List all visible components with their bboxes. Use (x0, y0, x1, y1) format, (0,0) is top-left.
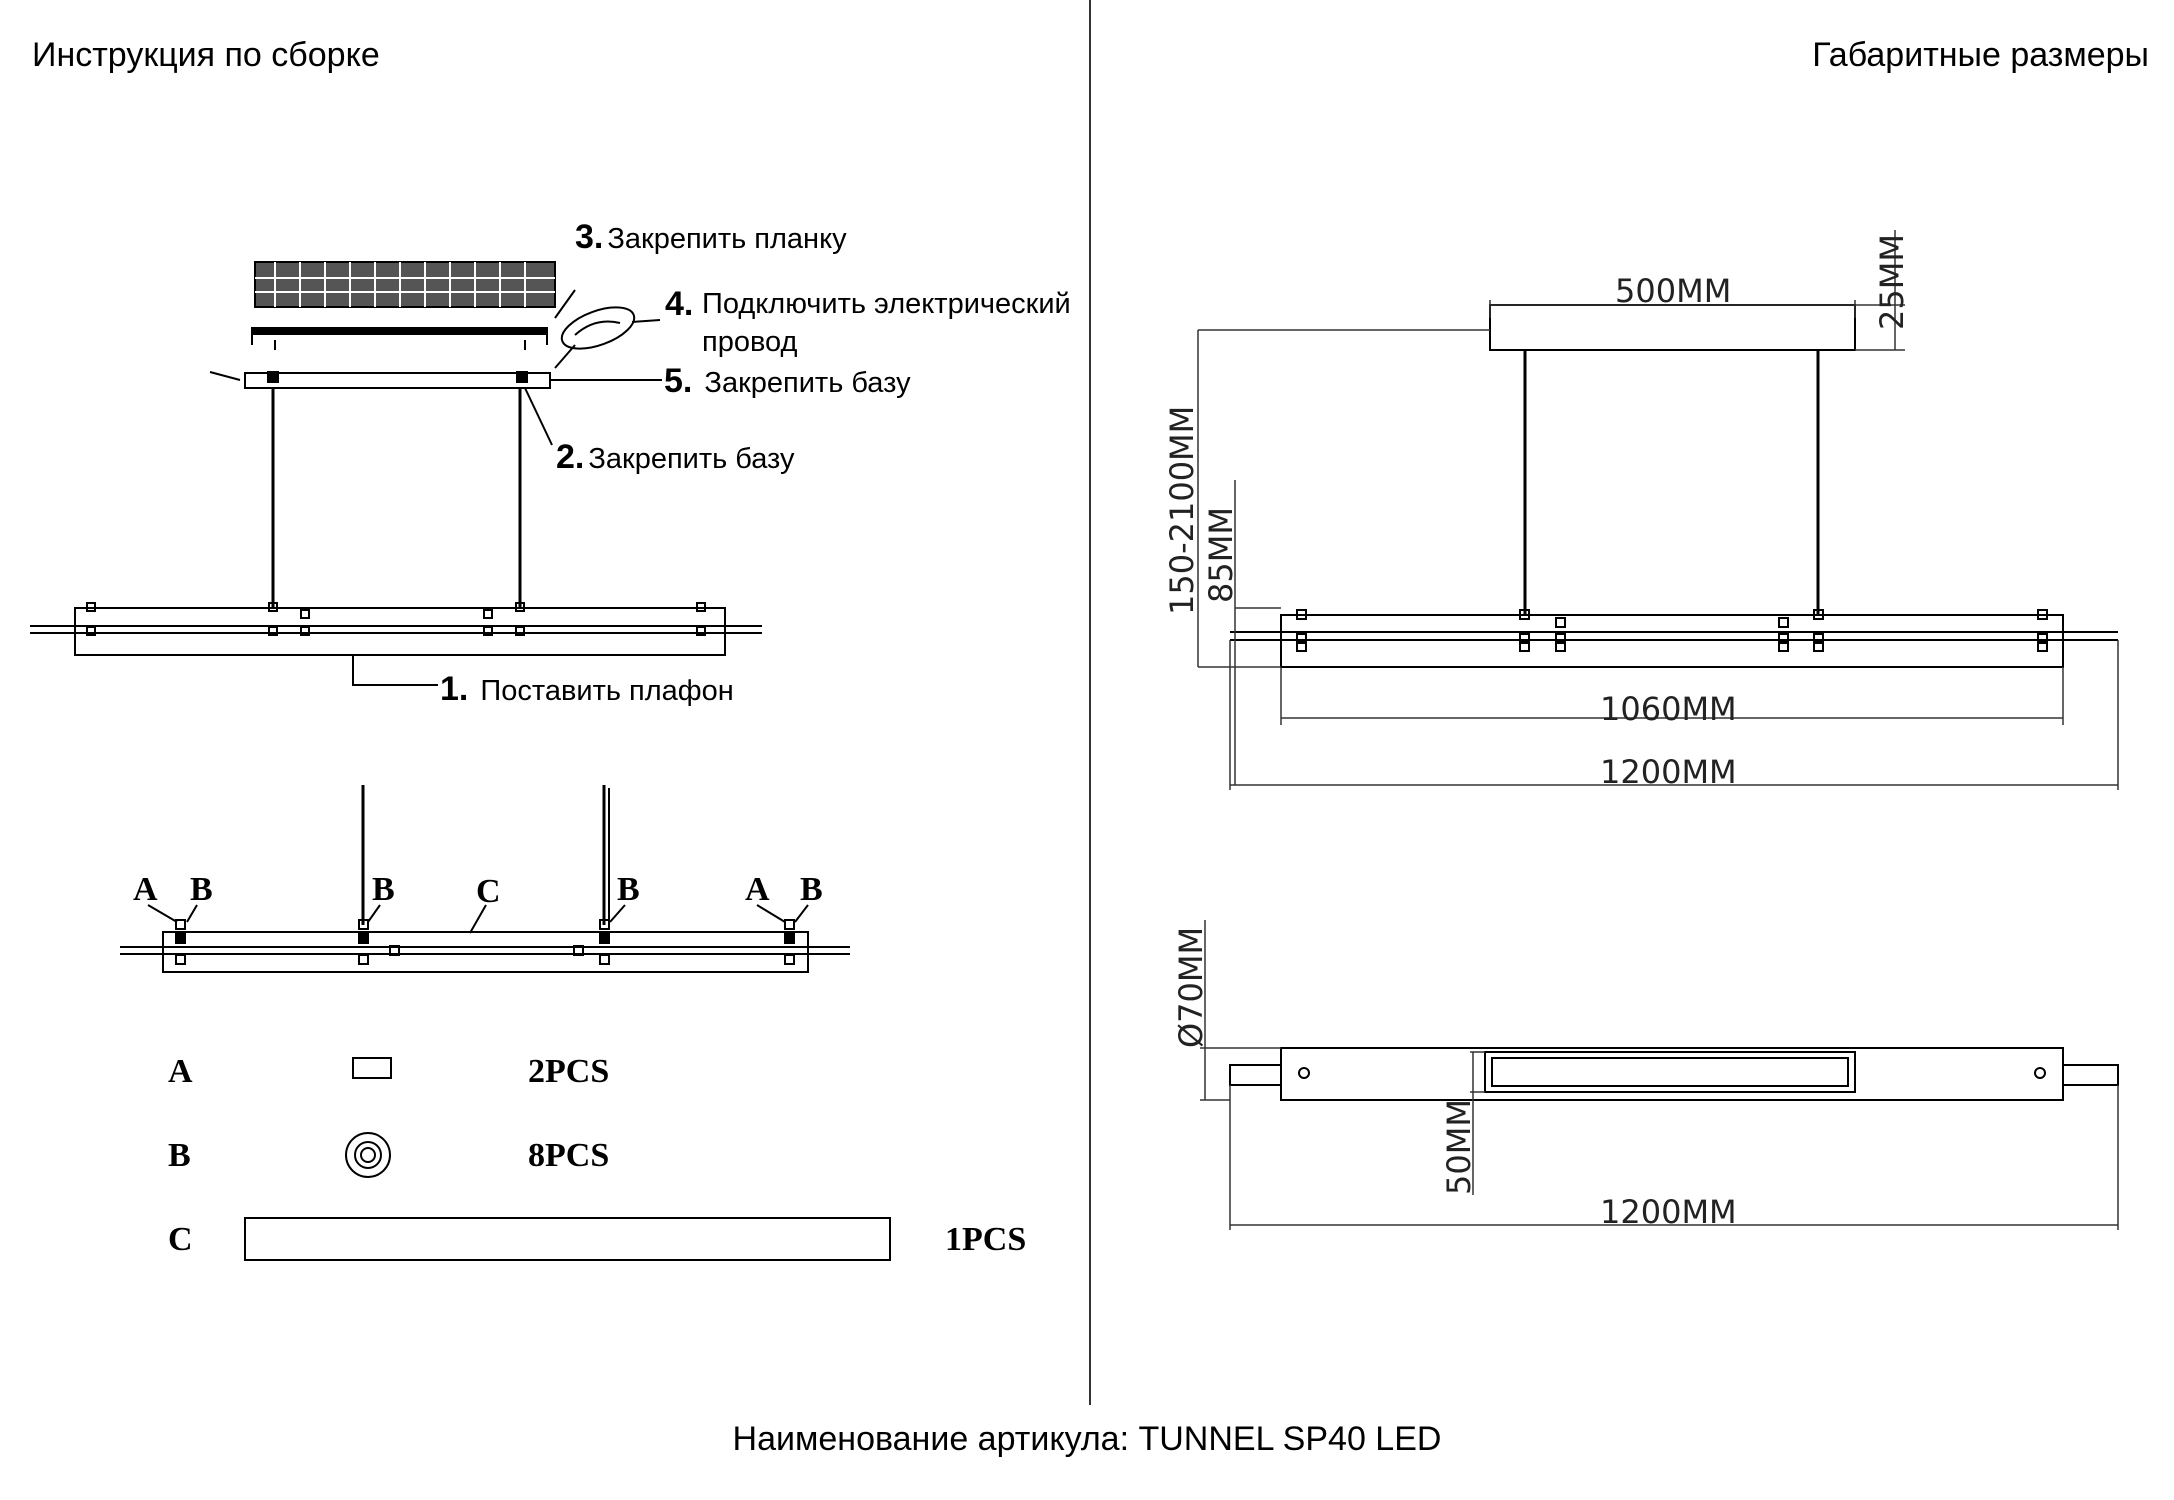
washer-icon (345, 1132, 391, 1178)
dimensions-title: Габаритные размеры (1812, 36, 2149, 74)
part-b-label: B (168, 1137, 191, 1174)
front-view (1230, 304, 2118, 668)
dim-canopy-height: 25MM (1873, 234, 1911, 330)
dim-total-length: 1200MM (1600, 753, 1737, 791)
rectangle-icon (352, 1057, 392, 1079)
lamp-body-exploded (30, 602, 762, 686)
canopy-exploded (209, 261, 662, 446)
step-4-label: Подключить электрический (702, 288, 1071, 320)
parts-list: A 2PCS B 8PCS C 1PCS (168, 1053, 1026, 1261)
callout-b-right: B (800, 871, 823, 908)
callout-b-cable-right: B (617, 871, 640, 908)
part-a-label: A (168, 1053, 193, 1090)
detail-callouts: A B B C B A B (133, 871, 823, 910)
dimension-lines-bottom (1200, 920, 2119, 1230)
callout-b-cable-left: B (372, 871, 395, 908)
bottom-view (1229, 1047, 2119, 1101)
bar-icon (244, 1217, 891, 1261)
dim-suspension: 150-2100MM (1163, 406, 1201, 615)
dim-diameter: Ø70MM (1172, 927, 1210, 1048)
callout-a-left: A (133, 871, 158, 908)
detail-view (120, 785, 850, 973)
article-name: Наименование артикула: TUNNEL SP40 LED (732, 1420, 1442, 1458)
part-b-qty: 8PCS (528, 1137, 609, 1174)
callout-c: C (476, 873, 501, 910)
step-4-label-line2: провод (702, 326, 798, 358)
step-3-label: 3.Закрепить планку (575, 218, 847, 256)
dim-total-length-bottom: 1200MM (1600, 1193, 1737, 1231)
callout-b-left: B (190, 871, 213, 908)
dim-body-height: 85MM (1202, 507, 1240, 603)
dim-inner-length: 1060MM (1600, 690, 1737, 728)
dim-panel-height: 50MM (1440, 1099, 1478, 1195)
step-2-label: 2.Закрепить базу (556, 438, 795, 476)
callout-a-right: A (745, 871, 770, 908)
assembly-title: Инструкция по сборке (32, 36, 380, 74)
part-c-qty: 1PCS (945, 1221, 1026, 1258)
step-5-label: 5. Закрепить базу (664, 362, 911, 400)
suspension-cables (271, 388, 522, 608)
step-4-number: 4. (665, 285, 694, 323)
part-a-qty: 2PCS (528, 1053, 609, 1090)
part-c-label: C (168, 1221, 193, 1258)
dim-canopy-length: 500MM (1615, 272, 1731, 310)
dimension-lines-front (1197, 230, 2119, 790)
step-1-label: 1. Поставить плафон (440, 670, 734, 708)
